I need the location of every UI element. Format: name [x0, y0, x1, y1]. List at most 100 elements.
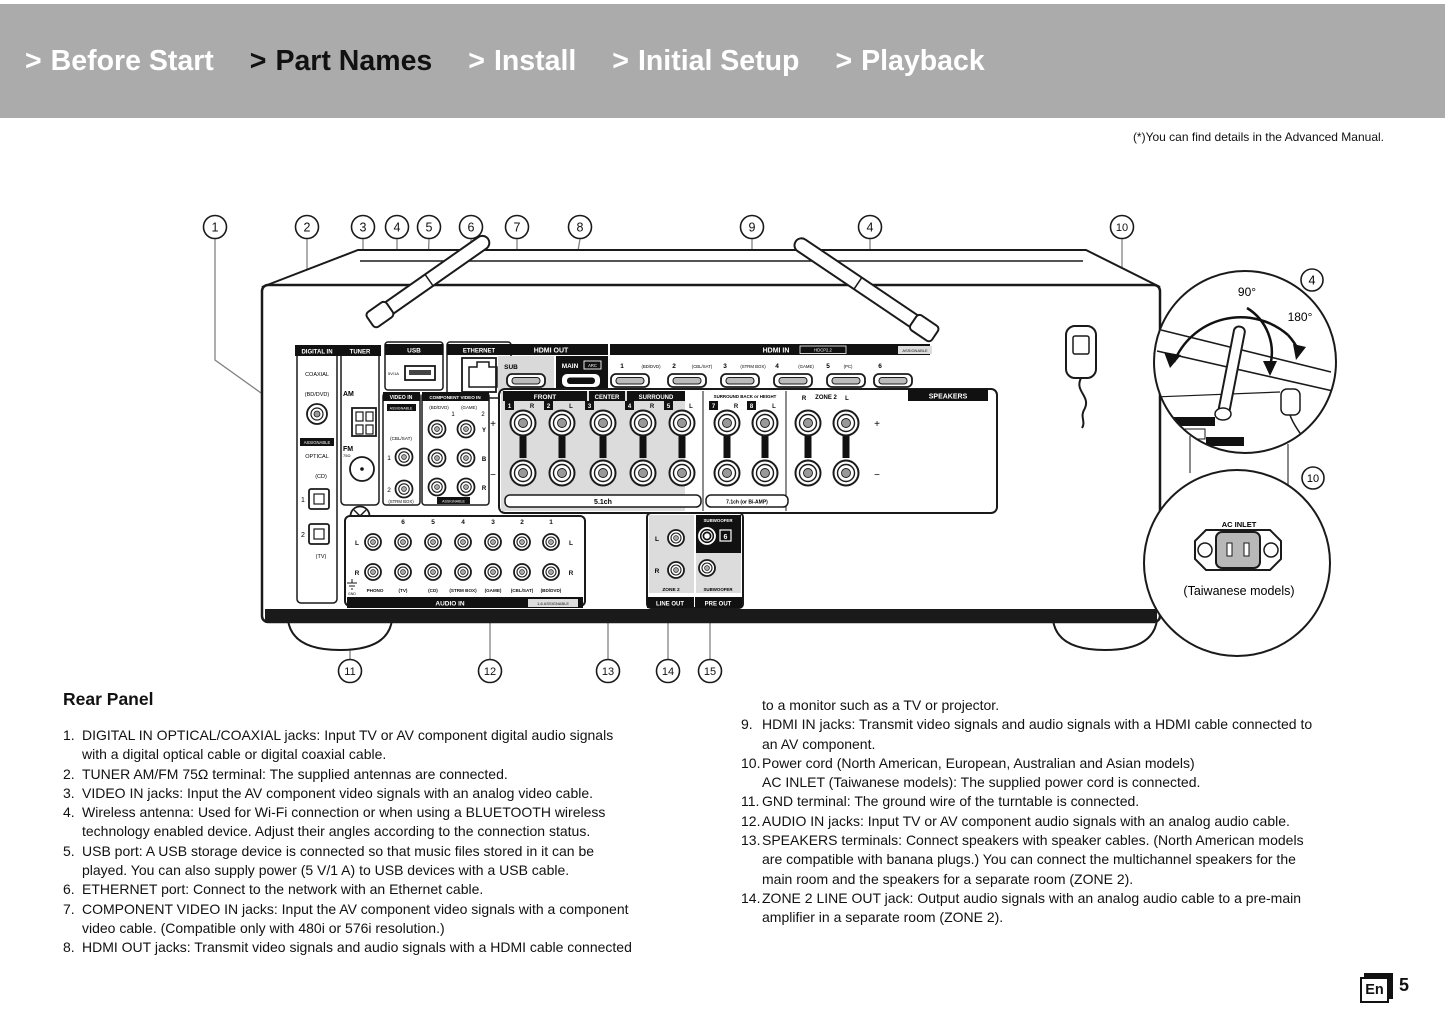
audio-col-2: 2	[520, 519, 524, 526]
video-in-cbl-label: (CBL/SAT)	[390, 436, 412, 441]
video-in-jack-2	[394, 479, 414, 499]
chassis-bottom-band	[265, 609, 1157, 622]
zone2-out-l: L	[655, 536, 659, 543]
usb-port	[404, 365, 436, 381]
component-y-label: Y	[482, 428, 486, 434]
callout-numbers: 1 2 3 4 5 6 7 8 9 4 10 11 12 13 14 15	[212, 221, 1129, 679]
callout-3: 3	[360, 221, 367, 235]
video-in-strm-label: (STRM BOX)	[388, 499, 414, 504]
speakers-label: SPEAKERS	[929, 394, 968, 401]
fm-ohm-label: 75Ω	[343, 453, 350, 458]
am-label: AM	[343, 391, 354, 398]
speakers-section: FRONT CENTER SURROUND SURROUND BACK or H…	[490, 388, 998, 514]
strm-col-label: (STRM BOX)	[449, 588, 477, 593]
video-in-section: VIDEO IN ASSIGNABLE (CBL/SAT) 1 2 (STRM …	[382, 392, 421, 506]
hdmi-in-label: HDMI IN	[763, 348, 790, 355]
item-text: GND terminal: The ground wire of the tur…	[762, 793, 1140, 810]
ethernet-label: ETHERNET	[463, 349, 496, 355]
item-text: Power cord (North American, European, Au…	[762, 754, 1201, 791]
coaxial-source-label: (BD/DVD)	[305, 392, 330, 398]
optical-2-number: 2	[301, 532, 305, 539]
component-video-in-section: COMPONENT VIDEO IN (BD/DVD) 1 (GAME) 2 Y…	[421, 392, 490, 506]
continuation-line: to a monitor such as a TV or projector.	[741, 696, 1421, 715]
chassis-top	[261, 249, 1161, 288]
nav-playback[interactable]: > Playback	[835, 45, 984, 78]
hdmi-out-section: HDMI OUT SUB MAIN ARC	[495, 344, 608, 392]
binding-posts	[509, 409, 860, 487]
hdmi-in-assignable-badge: ASSIGNABLE	[902, 348, 928, 353]
optical-label: OPTICAL	[305, 454, 329, 460]
gnd-label: GND	[348, 592, 356, 596]
chevron-icon: >	[468, 44, 485, 77]
callout-4-inset: 4	[1309, 274, 1316, 288]
subwoofer-jack-1	[698, 527, 716, 545]
hdmi-out-main-port	[562, 374, 600, 387]
nav-part-names[interactable]: > Part Names	[250, 45, 433, 78]
nav-before-start[interactable]: > Before Start	[25, 45, 214, 78]
callout-1: 1	[212, 221, 219, 235]
hdmi-in-ports	[610, 373, 913, 388]
language-badge: En	[1360, 977, 1389, 1003]
callout-12: 12	[484, 666, 496, 678]
item-text: TUNER AM/FM 75Ω terminal: The supplied a…	[82, 765, 508, 782]
bd-col-label: (BD/DVD)	[541, 588, 562, 593]
callout-14: 14	[662, 666, 674, 678]
svg-text:R: R	[650, 404, 655, 410]
item-text: SPEAKERS terminals: Connect speakers wit…	[762, 832, 1304, 887]
arc-badge: ARC	[588, 363, 597, 368]
page-title: Rear Panel	[63, 689, 154, 709]
zone2-speakers-label: ZONE 2	[815, 395, 837, 401]
nav-initial-setup[interactable]: > Initial Setup	[612, 45, 799, 78]
video-in-2-number: 2	[387, 487, 391, 494]
nav-label: Before Start	[50, 44, 214, 77]
audio-r-left: R	[355, 570, 360, 577]
plus-left: +	[490, 419, 496, 430]
list-item: 7.COMPONENT VIDEO IN jacks: Input the AV…	[63, 900, 735, 939]
nav-label: Playback	[861, 44, 985, 77]
chevron-icon: >	[835, 44, 853, 77]
callout-10-inset: 10	[1307, 473, 1319, 485]
item-text: DIGITAL IN OPTICAL/COAXIAL jacks: Input …	[82, 727, 614, 763]
svg-text:L: L	[772, 404, 776, 410]
subwoofer-out-label: SUBWOOFER	[703, 587, 733, 592]
video-in-jack-1	[394, 447, 414, 467]
component-bd-label: (BD/DVD)	[429, 405, 449, 410]
nav-install[interactable]: > Install	[468, 45, 576, 78]
svg-text:3: 3	[588, 404, 592, 410]
line-out-pre-out-section: L R SUBWOOFER 6 ZONE 2 SUBWOOFER LINE OU…	[646, 512, 744, 609]
callout-7: 7	[514, 221, 521, 235]
description-column-right: to a monitor such as a TV or projector. …	[741, 696, 1421, 928]
list-item: 6.ETHERNET port: Connect to the network …	[63, 880, 735, 899]
line-out-label: LINE OUT	[656, 602, 684, 608]
list-item: 4.Wireless antenna: Used for Wi-Fi conne…	[63, 803, 735, 842]
7-1ch-label: 7.1ch (or Bi-AMP)	[726, 500, 768, 506]
optical-jack-2	[308, 523, 330, 545]
tuner-section: TUNER AM FM 75Ω	[339, 345, 381, 527]
plus-right: +	[874, 419, 880, 430]
component-2-number: 2	[481, 412, 485, 418]
component-game-label: (GAME)	[461, 405, 477, 410]
item-text: HDMI OUT jacks: Transmit video signals a…	[82, 939, 632, 956]
item-number: 1.	[63, 727, 75, 743]
hdmi-in-section: HDMI IN HDCP2.2 ASSIGNABLE 1 (BD/DVD) 2 …	[610, 344, 932, 388]
component-r-label: R	[482, 486, 487, 492]
surround-label: SURROUND	[639, 395, 674, 401]
item-number: 3.	[63, 784, 75, 801]
usb-section: USB 5V/1A	[384, 341, 444, 391]
cbl-col-label: (CBL/SAT)	[511, 588, 534, 593]
ac-inlet-label: AC INLET	[1222, 520, 1257, 529]
optical-1-number: 1	[301, 497, 305, 504]
item-number: 6.	[63, 881, 75, 898]
post-channel-letters: R L R L R L	[530, 404, 776, 410]
power-cord	[1065, 325, 1097, 429]
item-number: 5.	[63, 842, 75, 859]
hdmi-out-main-label: MAIN	[562, 363, 579, 370]
audio-r-right: R	[569, 570, 574, 577]
zone2-out-label: ZONE 2	[662, 587, 680, 593]
audio-col-3: 3	[491, 519, 495, 526]
callout-4b: 4	[867, 221, 874, 235]
list-item: 3.VIDEO IN jacks: Input the AV component…	[63, 784, 735, 803]
item-number: 13.	[741, 832, 761, 849]
tuner-label: TUNER	[350, 350, 371, 356]
